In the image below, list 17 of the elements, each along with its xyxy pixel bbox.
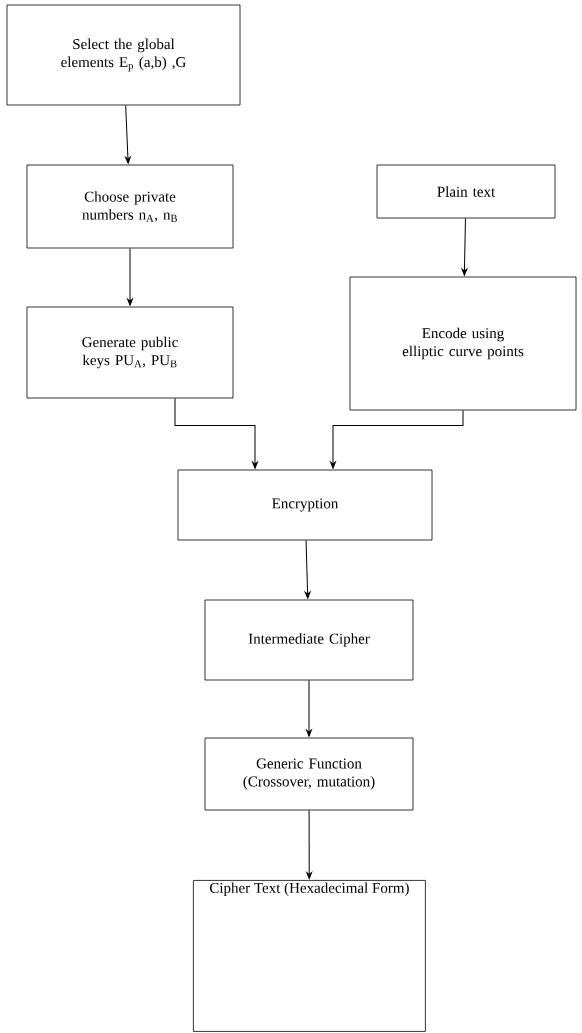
arrow <box>306 679 312 737</box>
arrow <box>306 809 313 880</box>
process-box: Select the global elements E$_{p}$ (a,b) ,G <box>6 4 241 106</box>
process-box: Generate public keys PU$_{A}$, PU$_{B}$ <box>26 306 234 399</box>
process-box: Encode using elliptic curve points <box>349 276 577 411</box>
process-box: Cipher Text (Hexadecimal Form) <box>193 880 426 1032</box>
arrow <box>174 397 258 469</box>
arrow <box>330 409 464 469</box>
process-box: Plain text <box>376 164 556 219</box>
process-box: Encryption <box>177 469 433 541</box>
arrow <box>127 247 133 306</box>
arrow <box>304 539 311 599</box>
process-box: Choose private numbers n$_{A}$, n$_{B}$ <box>26 164 234 249</box>
arrow <box>125 104 131 164</box>
process-box: Intermediate Cipher <box>204 599 414 681</box>
process-box: Generic Function (Crossover, mutation) <box>204 737 414 811</box>
arrow <box>461 217 468 276</box>
